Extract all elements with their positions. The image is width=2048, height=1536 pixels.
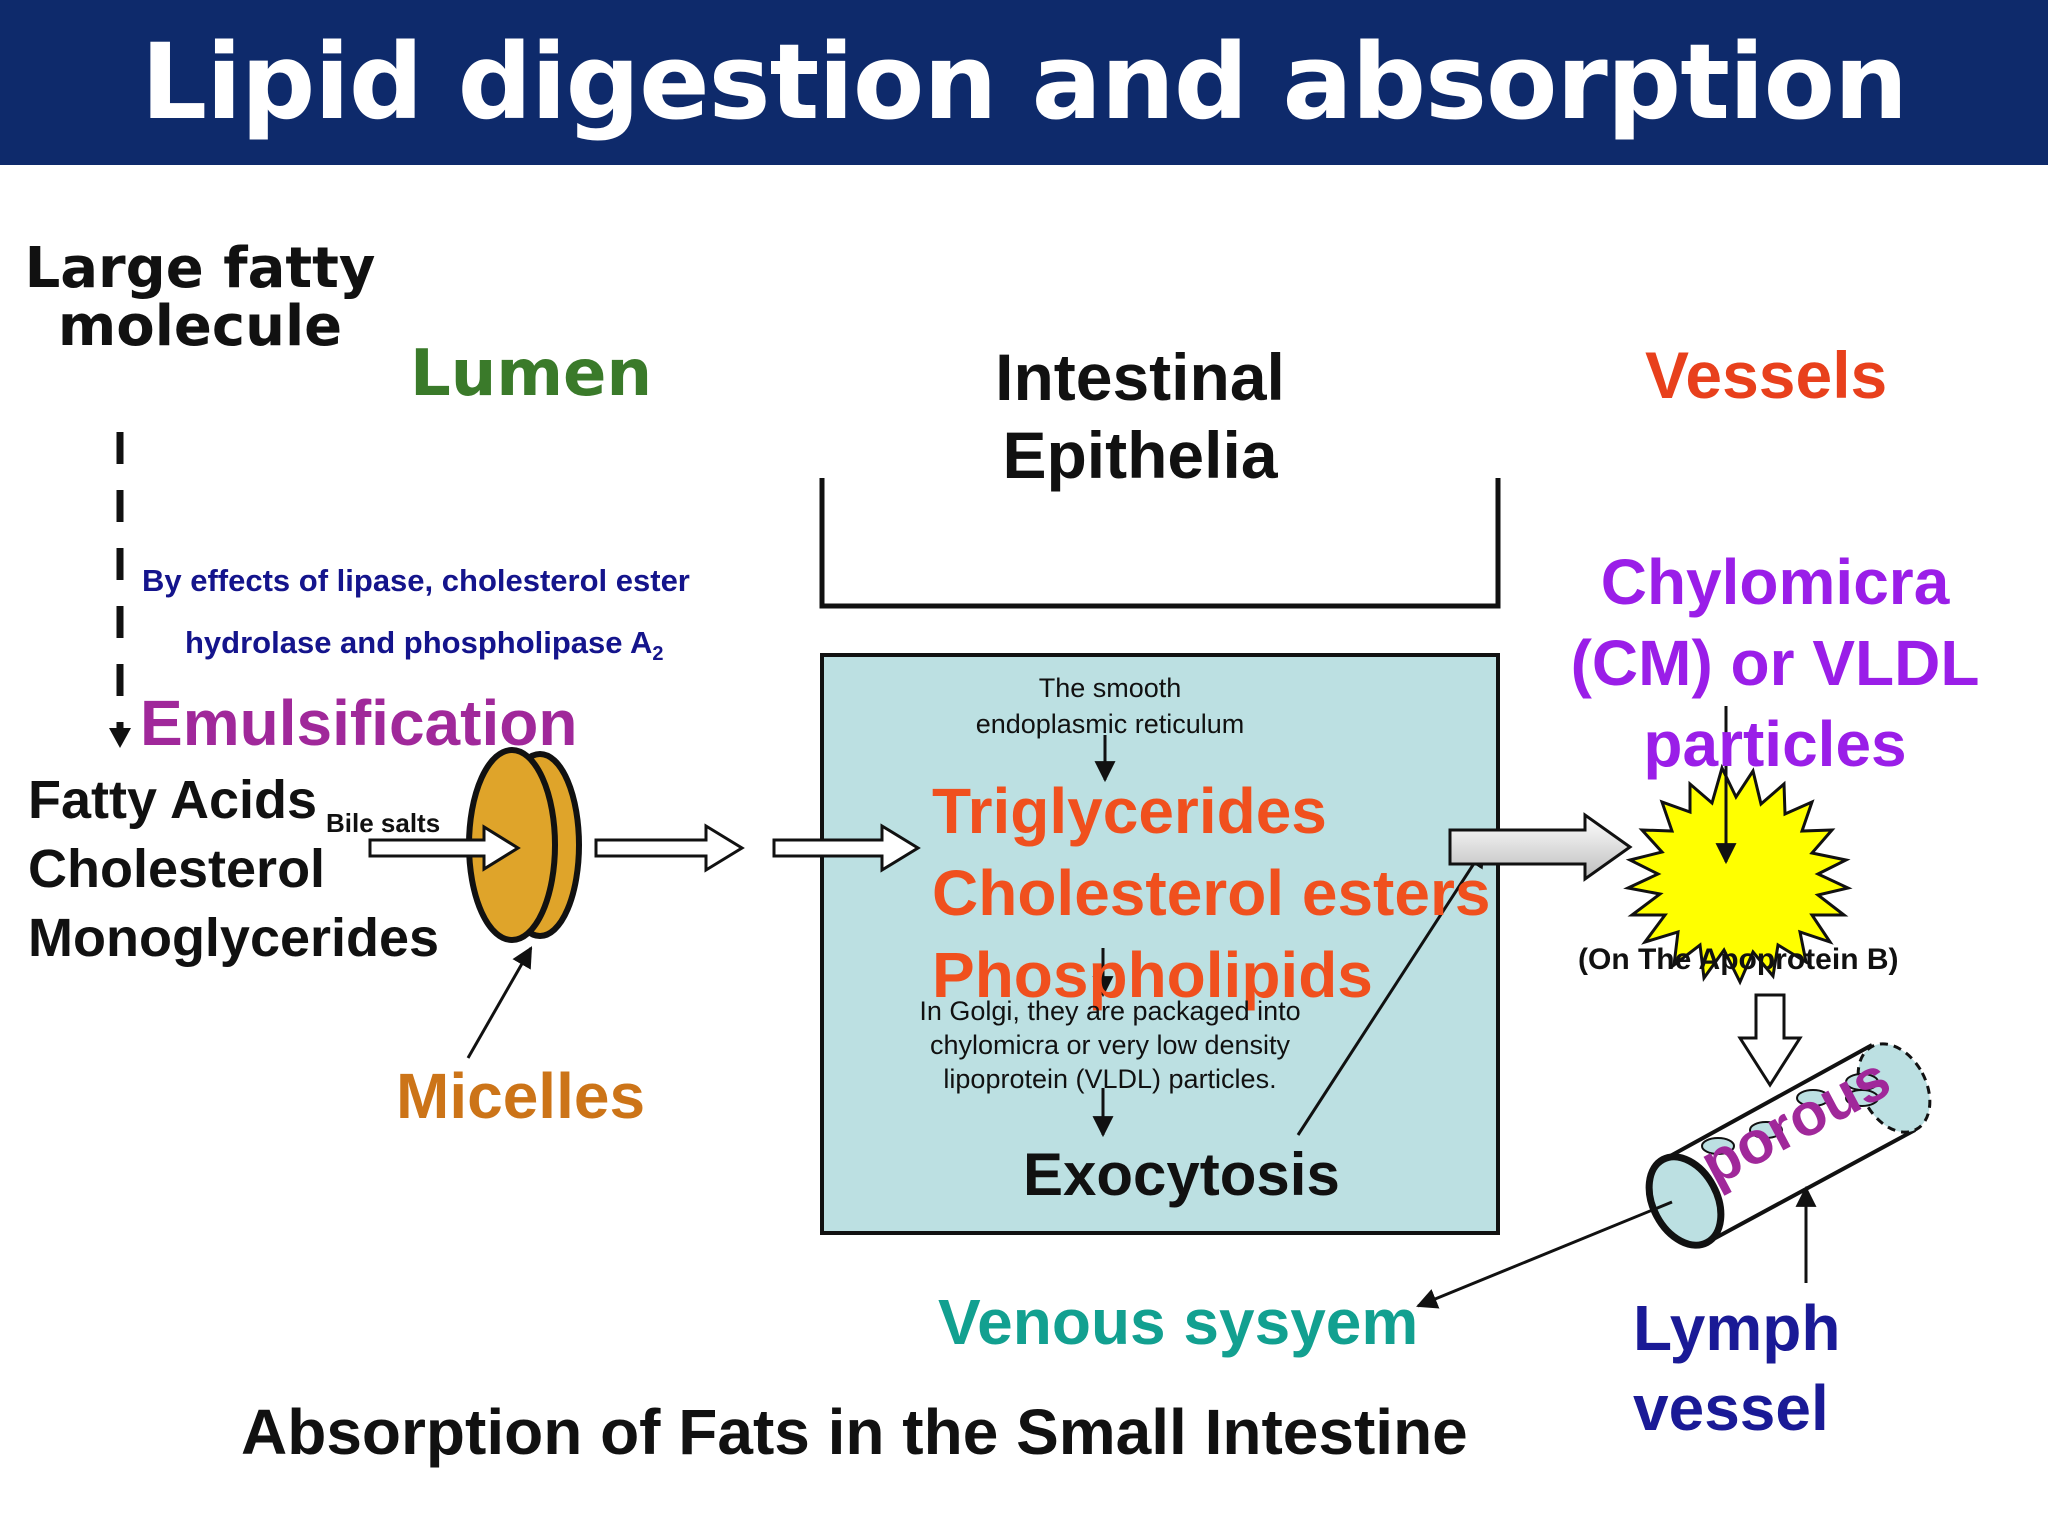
chylomicra-line-1: Chylomicra bbox=[1600, 546, 1950, 618]
chylomicra-line-2: (CM) or VLDL bbox=[1570, 627, 1980, 699]
lipid-phospholipids: Phospholipids bbox=[932, 939, 1373, 1011]
enzymes-note-line-2: hydrolase and phospholipase A2 bbox=[185, 624, 664, 673]
golgi-line-2: chylomicra or very low density bbox=[929, 1030, 1291, 1060]
large-fatty-line-2: molecule bbox=[57, 294, 343, 359]
intestinal-line-1: Intestinal bbox=[995, 340, 1285, 414]
lipid-triglycerides: Triglycerides bbox=[932, 775, 1327, 847]
lymph-vessel-label: Lymph vessel bbox=[1633, 1288, 1840, 1448]
product-monoglycerides: Monoglycerides bbox=[28, 908, 440, 968]
chylomicra-line-3: particles bbox=[1643, 708, 1907, 780]
title-banner: Lipid digestion and absorption bbox=[0, 0, 2048, 165]
exocytosis-label: Exocytosis bbox=[1023, 1141, 1340, 1208]
digestion-arrowhead bbox=[109, 728, 131, 748]
enzymes-note-line-1: By effects of lipase, cholesterol ester bbox=[142, 563, 690, 598]
ser-line-1: The smooth bbox=[1038, 673, 1182, 703]
vessels-label: Vessels bbox=[1645, 338, 1888, 412]
lumen-label: Lumen bbox=[410, 337, 652, 411]
venous-pointer bbox=[1416, 1200, 1673, 1309]
product-cholesterol: Cholesterol bbox=[28, 839, 326, 899]
page-title: Lipid digestion and absorption bbox=[140, 21, 1908, 143]
exocytosis-to-vessel-line bbox=[1296, 846, 1486, 1136]
lipid-cholesterol-esters: Cholesterol esters bbox=[932, 857, 1491, 929]
enzymes-subscript: 2 bbox=[652, 643, 664, 666]
golgi-note: In Golgi, they are packaged into chylomi… bbox=[880, 994, 1340, 1096]
ser-line-2: endoplasmic reticulum bbox=[975, 709, 1245, 739]
intestinal-line-2: Epithelia bbox=[1002, 418, 1278, 492]
apoprotein-label: (On The Apoprotein B) bbox=[1578, 943, 1899, 976]
golgi-line-3: lipoprotein (VLDL) particles. bbox=[943, 1064, 1277, 1094]
micelle-to-cell-arrow-1 bbox=[594, 823, 745, 873]
chylomicra-label: Chylomicra (CM) or VLDL particles bbox=[1530, 542, 2020, 785]
digestion-products-list: Fatty Acids Cholesterol Monoglycerides bbox=[28, 766, 439, 973]
large-fatty-line-1: Large fatty bbox=[24, 236, 376, 301]
venous-system-label: Venous sysyem bbox=[938, 1286, 1419, 1358]
chylomicron-particle bbox=[1623, 763, 1853, 986]
particle-to-lymph-arrow bbox=[1737, 993, 1803, 1088]
bile-salts-arrow bbox=[368, 824, 521, 872]
epithelia-bracket bbox=[819, 478, 1501, 609]
micelles-label: Micelles bbox=[396, 1060, 646, 1132]
figure-caption: Absorption of Fats in the Small Intestin… bbox=[241, 1396, 1468, 1468]
enzymes-note-text: hydrolase and phospholipase A bbox=[185, 625, 653, 660]
golgi-line-1: In Golgi, they are packaged into bbox=[919, 996, 1301, 1026]
emulsification-label: Emulsification bbox=[140, 687, 578, 759]
lipid-list: Triglycerides Cholesterol esters Phospho… bbox=[932, 770, 1490, 1016]
micelles-pointer bbox=[466, 946, 533, 1059]
lymph-line-1: Lymph bbox=[1633, 1292, 1841, 1364]
large-fatty-molecule-label: Large fatty molecule bbox=[20, 240, 380, 356]
smooth-er-note: The smooth endoplasmic reticulum bbox=[930, 670, 1290, 742]
epithelial-cell-box bbox=[820, 653, 1500, 1235]
micelle-to-cell-arrow-2 bbox=[772, 823, 921, 873]
intestinal-epithelia-label: Intestinal Epithelia bbox=[900, 338, 1380, 494]
bile-salts-label: Bile salts bbox=[326, 808, 441, 838]
cell-to-vessel-arrow bbox=[1448, 812, 1633, 882]
lymph-line-2: vessel bbox=[1633, 1372, 1829, 1444]
product-fatty-acids: Fatty Acids bbox=[28, 770, 318, 830]
